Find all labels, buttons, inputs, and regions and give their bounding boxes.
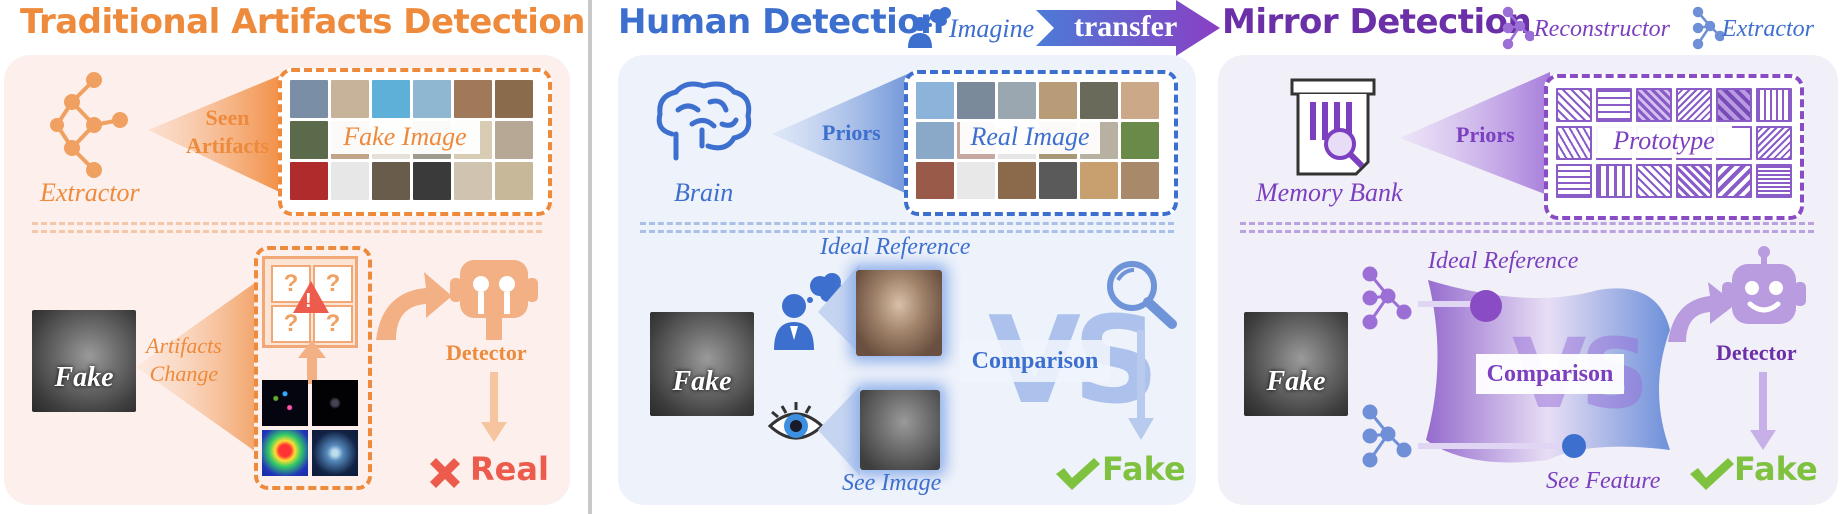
brain-icon xyxy=(656,81,752,161)
fake-label: Fake xyxy=(1266,366,1326,397)
warning-icon xyxy=(293,281,329,313)
mirror-priors-beam xyxy=(1400,72,1550,196)
see-feature-label: See Feature xyxy=(1546,468,1661,494)
human-priors-beam xyxy=(772,72,912,196)
real-result-label: Real xyxy=(470,450,549,488)
frequency-map xyxy=(312,430,358,476)
mirror-separator-2 xyxy=(1240,230,1814,233)
reconstructor-icon xyxy=(1502,6,1534,50)
human-fake-cat-image: Fake xyxy=(650,312,754,416)
reconstructor-network-icon xyxy=(1362,266,1412,330)
human-check-icon xyxy=(1056,458,1100,490)
artifacts-change-line1: Artifacts xyxy=(146,333,222,358)
eye-icon xyxy=(767,402,825,440)
artifacts-change-beam xyxy=(136,282,256,452)
fake-image-label: Fake Image xyxy=(330,120,480,154)
question-mark: ? xyxy=(283,270,299,297)
human-fake-result: Fake xyxy=(1102,450,1186,488)
mirror-fake-cat-image: Fake xyxy=(1244,312,1348,416)
seen-artifacts-line1: Seen xyxy=(205,105,250,130)
prototype-label: Prototype xyxy=(1596,124,1732,158)
see-image-label: See Image xyxy=(842,470,942,496)
see-beam xyxy=(818,386,860,476)
extractor-caption: Extractor xyxy=(40,178,140,207)
mirror-priors-label: Priors xyxy=(1456,122,1515,147)
human-priors-label: Priors xyxy=(822,120,881,145)
noise-map-1 xyxy=(262,380,308,426)
question-mark: ? xyxy=(283,310,299,337)
heatmap xyxy=(262,430,308,476)
traditional-separator-2 xyxy=(32,230,542,233)
human-comparison-label: Comparison xyxy=(960,340,1110,382)
mirror-detector-label: Detector xyxy=(1716,340,1797,365)
noise-map-2 xyxy=(312,380,358,426)
mirror-check-icon xyxy=(1690,458,1734,490)
memory-bank-label: Memory Bank xyxy=(1256,178,1403,207)
up-arrow-icon xyxy=(298,340,326,384)
seen-artifacts-label: Seen Artifacts xyxy=(186,104,269,160)
down-arrow-mirror xyxy=(1750,372,1776,450)
mirror-robot-detector-icon xyxy=(1722,246,1806,324)
down-arrow-human xyxy=(1128,330,1154,440)
to-mirror-detector-arrow xyxy=(1668,282,1736,342)
fake-label: Fake xyxy=(54,362,114,393)
human-separator-2 xyxy=(640,230,1174,233)
human-separator-1 xyxy=(640,222,1174,225)
extractor-network-icon-mirror xyxy=(1362,404,1412,468)
down-arrow-real xyxy=(481,372,507,442)
mirror-fake-result: Fake xyxy=(1734,450,1818,488)
imagine-person-icon xyxy=(908,7,951,48)
question-mark: ? xyxy=(325,270,341,297)
imagine-label: Imagine xyxy=(949,14,1035,43)
memory-bank-icon xyxy=(1290,78,1376,176)
extractor-network-icon xyxy=(50,72,128,178)
mirror-header: Mirror Detection xyxy=(1222,2,1532,42)
robot-detector-icon xyxy=(450,260,538,340)
seen-artifacts-beam xyxy=(148,72,288,196)
traditional-separator-1 xyxy=(32,222,542,225)
extractor-icon xyxy=(1692,6,1724,50)
warning-mark: ! xyxy=(305,290,312,312)
mirror-separator-1 xyxy=(1240,222,1814,225)
fake-label: Fake xyxy=(672,366,732,397)
cross-icon xyxy=(430,458,460,488)
artifacts-change-line2: Change xyxy=(149,361,219,386)
question-cell-3: ? xyxy=(271,305,311,343)
imagine-beam xyxy=(818,264,860,354)
mirror-ideal-reference-label: Ideal Reference xyxy=(1428,248,1579,274)
real-image-collage xyxy=(904,70,1178,216)
real-image-label: Real Image xyxy=(960,120,1100,154)
traditional-header: Traditional Artifacts Detection xyxy=(20,2,586,42)
fake-cat-image: Fake xyxy=(32,310,136,412)
see-image-cat xyxy=(860,390,940,470)
artifacts-change-label: Artifacts Change xyxy=(146,332,222,388)
to-detector-arrow xyxy=(376,272,452,340)
header-divider xyxy=(588,0,592,514)
question-mark: ? xyxy=(325,310,341,337)
ideal-reference-cat-image xyxy=(856,270,942,356)
detector-label: Detector xyxy=(446,340,527,365)
human-ideal-reference-label: Ideal Reference xyxy=(820,234,971,260)
magnifier-icon xyxy=(1107,261,1177,329)
brain-caption: Brain xyxy=(674,178,734,207)
mirror-comparison-label: Comparison xyxy=(1476,354,1624,394)
extractor-label: Extractor xyxy=(1722,16,1814,42)
seen-artifacts-line2: Artifacts xyxy=(186,133,270,158)
human-header: Human Detection xyxy=(618,2,944,42)
transfer-label: transfer xyxy=(1074,10,1178,43)
transfer-arrow xyxy=(1036,0,1220,56)
reconstructor-label: Reconstructor xyxy=(1534,16,1670,42)
